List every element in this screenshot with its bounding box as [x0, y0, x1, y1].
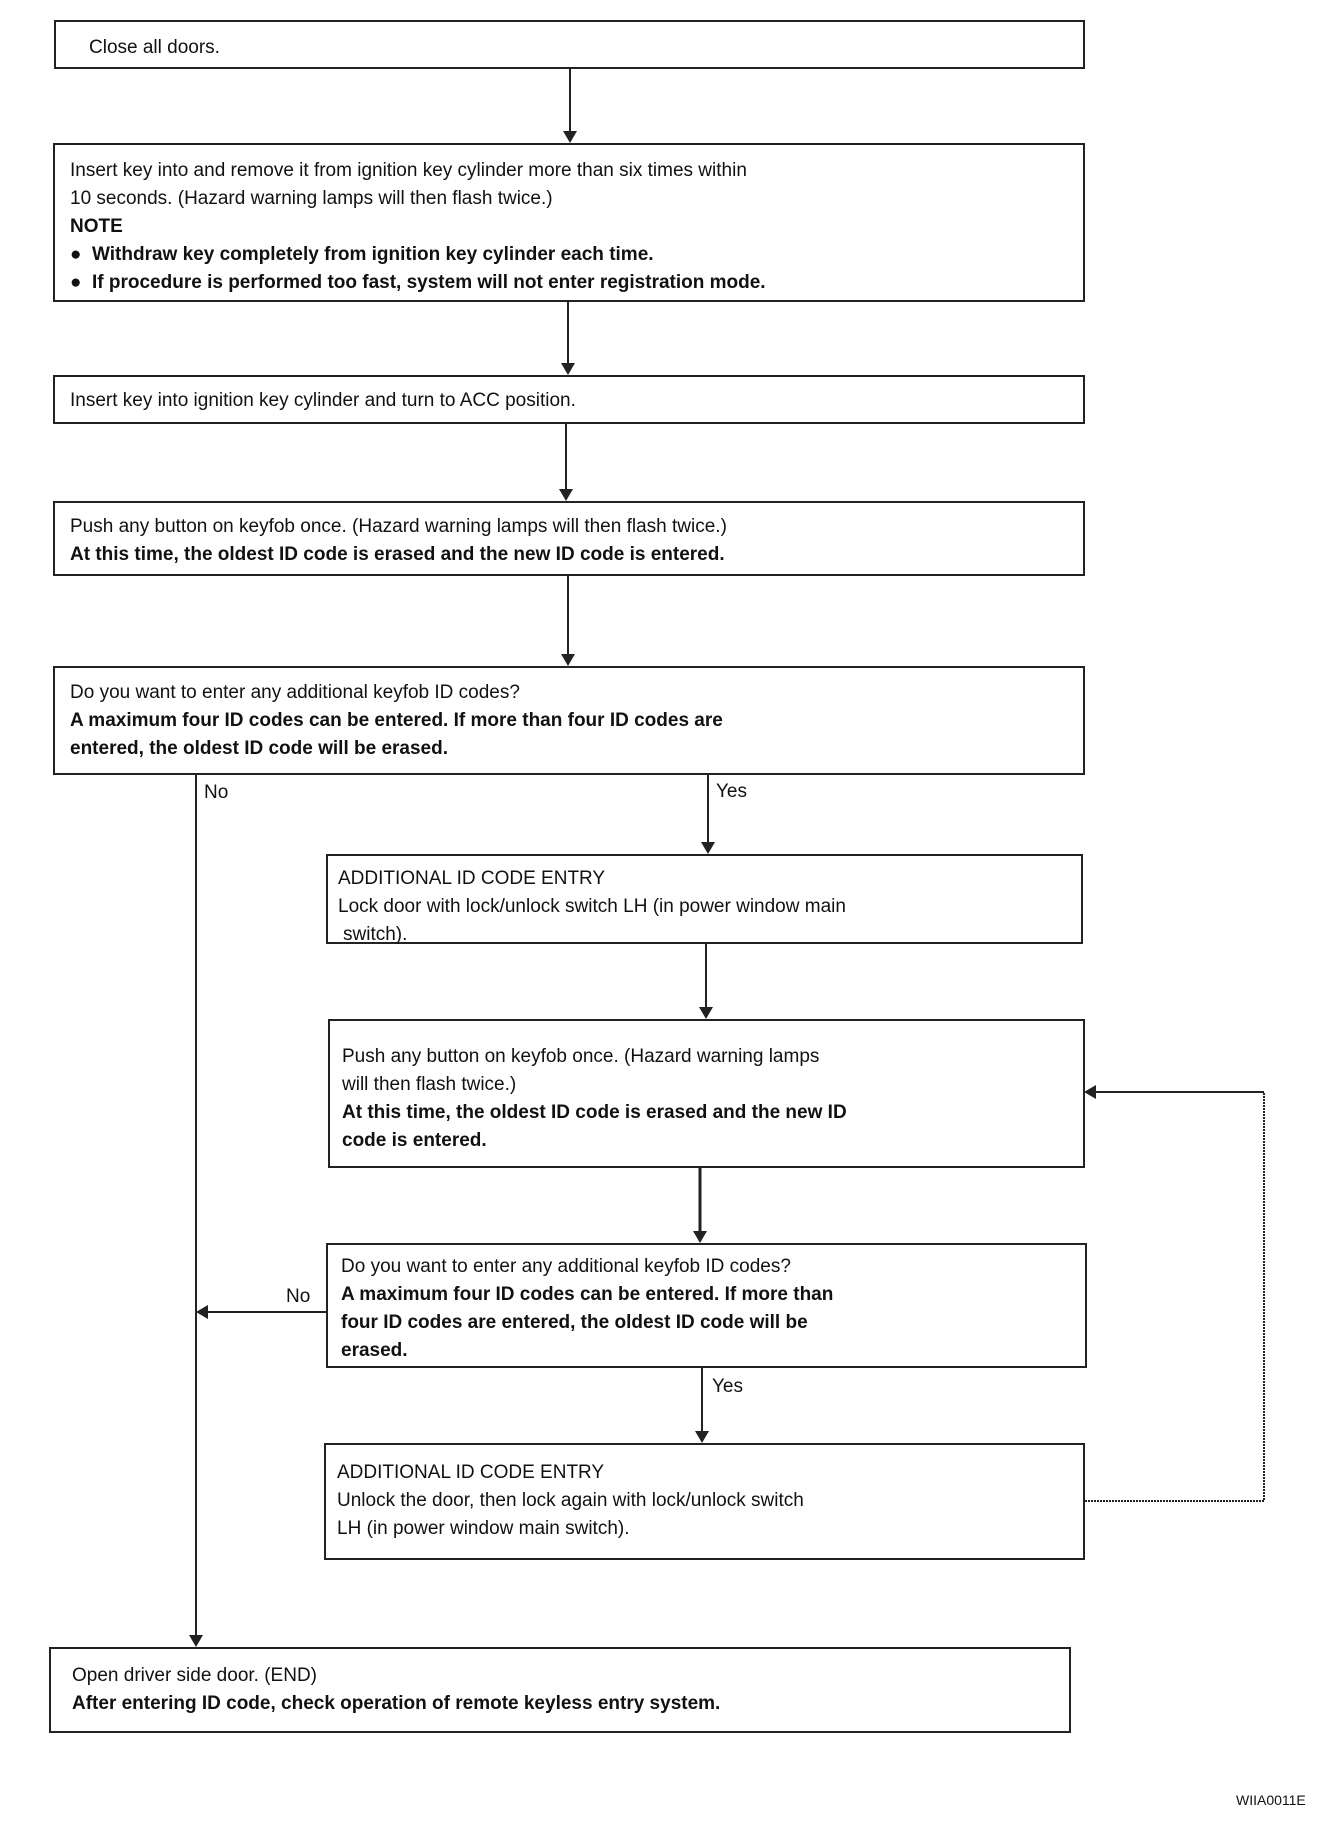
step-text: erased.: [341, 1340, 408, 1361]
decision-additional-codes: Do you want to enter any additional keyf…: [53, 666, 1085, 775]
step-text: Push any button on keyfob once. (Hazard …: [342, 1046, 820, 1067]
step-insert-remove-key: Insert key into and remove it from ignit…: [53, 143, 1085, 302]
note-bullet: ● Withdraw key completely from ignition …: [70, 241, 1083, 269]
step-text: four ID codes are entered, the oldest ID…: [341, 1312, 808, 1333]
step-text: entered, the oldest ID code will be eras…: [70, 738, 448, 759]
step-text: Open driver side door. (END): [72, 1665, 317, 1686]
step-text: A maximum four ID codes can be entered. …: [70, 710, 723, 731]
step-text: A maximum four ID codes can be entered. …: [341, 1284, 834, 1305]
step-additional-entry-lock: ADDITIONAL ID CODE ENTRY Lock door with …: [326, 854, 1083, 945]
step-text: Unlock the door, then lock again with lo…: [337, 1490, 804, 1511]
step-push-keyfob: Push any button on keyfob once. (Hazard …: [53, 501, 1085, 576]
bullet-text: If procedure is performed too fast, syst…: [92, 272, 766, 293]
step-text: 10 seconds. (Hazard warning lamps will t…: [70, 188, 553, 209]
step-close-doors: Close all doors.: [54, 20, 1085, 69]
note-bullet: ● If procedure is performed too fast, sy…: [70, 269, 1083, 297]
step-text: Do you want to enter any additional keyf…: [341, 1256, 791, 1277]
step-text: ADDITIONAL ID CODE ENTRY: [338, 868, 606, 889]
figure-id: WIIA0011E: [1236, 1792, 1306, 1808]
step-text: Insert key into ignition key cylinder an…: [70, 390, 576, 411]
step-text: switch).: [343, 924, 408, 945]
step-text: will then flash twice.): [342, 1074, 517, 1095]
bullet-icon: ●: [70, 244, 82, 265]
step-end: Open driver side door. (END) After enter…: [49, 1647, 1071, 1733]
step-text: Close all doors.: [89, 37, 220, 58]
step-additional-entry-unlock: ADDITIONAL ID CODE ENTRY Unlock the door…: [324, 1443, 1085, 1560]
step-text: LH (in power window main switch).: [337, 1518, 630, 1539]
decision-additional-codes-2: Do you want to enter any additional keyf…: [326, 1243, 1087, 1368]
branch-label-no: No: [204, 782, 229, 803]
step-push-keyfob-2: Push any button on keyfob once. (Hazard …: [328, 1019, 1085, 1168]
step-text: Do you want to enter any additional keyf…: [70, 682, 520, 703]
bullet-icon: ●: [70, 272, 82, 293]
step-text: After entering ID code, check operation …: [72, 1693, 721, 1714]
bullet-text: Withdraw key completely from ignition ke…: [92, 244, 654, 265]
step-text: ADDITIONAL ID CODE ENTRY: [337, 1462, 605, 1483]
step-text: Push any button on keyfob once. (Hazard …: [70, 516, 727, 537]
branch-label-yes: Yes: [716, 781, 747, 802]
step-text: Insert key into and remove it from ignit…: [70, 160, 747, 181]
step-text: At this time, the oldest ID code is eras…: [342, 1102, 847, 1123]
note-heading: NOTE: [70, 216, 123, 237]
branch-label-yes: Yes: [712, 1376, 743, 1397]
step-text: code is entered.: [342, 1130, 487, 1151]
loop-back-line: [1085, 1092, 1265, 1502]
step-text: Lock door with lock/unlock switch LH (in…: [338, 896, 846, 917]
step-acc-position: Insert key into ignition key cylinder an…: [53, 375, 1085, 424]
branch-label-no: No: [286, 1286, 311, 1307]
step-text: At this time, the oldest ID code is eras…: [70, 544, 725, 565]
